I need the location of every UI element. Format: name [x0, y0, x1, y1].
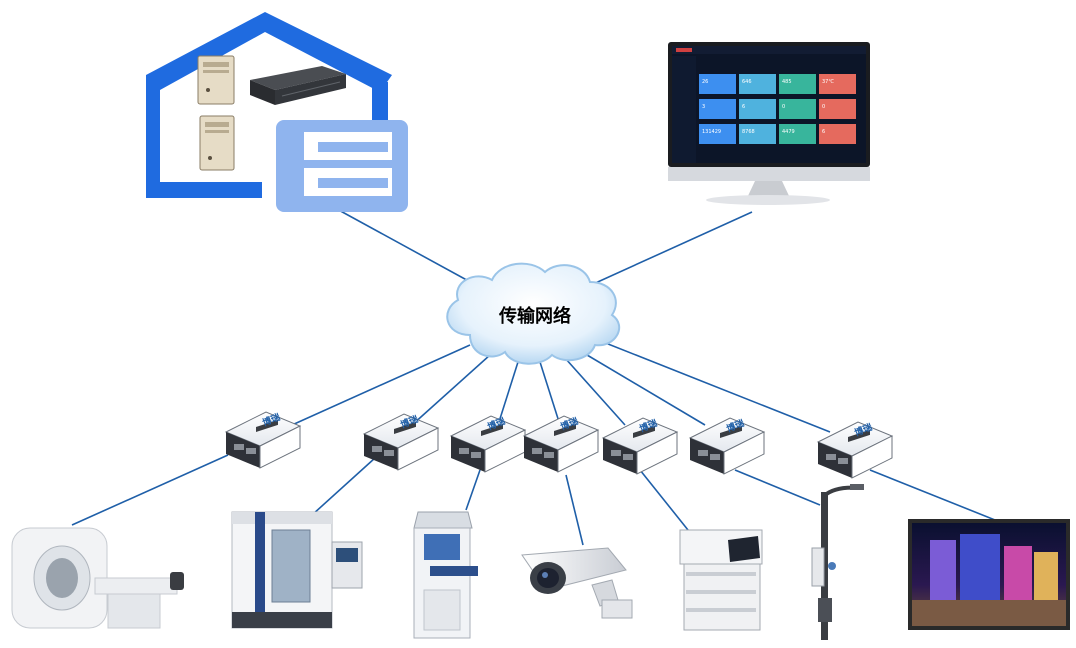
iot-gateway-icon: 博瑞 [224, 411, 302, 469]
link-cloud-gw6 [581, 351, 706, 426]
iot-gateway-icon: 博瑞 [449, 415, 527, 473]
link-gw7-billboard [869, 469, 1001, 523]
dash-tile [779, 99, 816, 119]
digital-billboard-icon [908, 519, 1070, 630]
monitor-chin [668, 167, 870, 181]
dash-value: 6 [742, 104, 745, 110]
link-gw3-atm [465, 469, 481, 511]
dash-tile [819, 74, 856, 94]
monitor-base [706, 195, 830, 205]
dash-value: 26 [702, 79, 708, 85]
link-datacenter-cloud [334, 207, 486, 291]
link-cloud-gw7 [597, 339, 831, 433]
dash-value: 0 [782, 104, 785, 110]
iot-gateway-icon: 博瑞 [601, 417, 679, 475]
dash-value: 8768 [742, 129, 755, 135]
link-cloud-gw2 [411, 354, 491, 426]
link-monitor-cloud [579, 211, 753, 291]
dashboard-row1: 26 646 485 37℃ [699, 74, 856, 94]
house-right-wall [372, 82, 388, 120]
cloud-icon: 传输网络 [446, 262, 621, 365]
link-gw1-mri [71, 454, 229, 526]
dash-value: 4479 [782, 129, 795, 135]
dash-value: 6 [822, 129, 825, 135]
monitor-icon: 26 646 485 37℃ 3 6 0 0 131429 8768 4479 … [668, 42, 870, 205]
cnc-machine-icon [231, 511, 363, 629]
dash-value: 3 [702, 104, 705, 110]
dash-value: 0 [822, 104, 825, 110]
mri-scanner-icon [11, 527, 184, 629]
iot-gateway-icon: 博瑞 [688, 417, 766, 475]
iot-gateway-icon: 博瑞 [522, 415, 600, 473]
dash-tile [739, 99, 776, 119]
link-gw6-streetlight [734, 469, 821, 506]
dash-tile [699, 74, 736, 94]
tower-server-icon [197, 55, 235, 105]
rack-server-icon [250, 66, 346, 105]
link-cloud-gw1 [291, 344, 471, 426]
dash-tile [819, 124, 856, 144]
link-gw2-cnc [311, 457, 376, 516]
smart-streetlight-icon [811, 484, 864, 640]
dashboard-row3: 131429 8768 4479 6 [699, 124, 856, 144]
monitor-stand [747, 181, 790, 198]
dash-tile [779, 74, 816, 94]
printer-icon [679, 529, 763, 631]
gateway-devices: 博瑞博瑞博瑞博瑞博瑞博瑞博瑞 [224, 411, 894, 479]
link-cloud-gw5 [564, 357, 626, 426]
dash-value: 131429 [702, 129, 721, 135]
iot-gateway-icon: 博瑞 [816, 421, 894, 479]
cloud-shape [446, 262, 621, 365]
dash-tile [699, 99, 736, 119]
iot-gateway-icon: 博瑞 [362, 413, 440, 471]
dash-value: 646 [742, 79, 752, 85]
dash-tile [739, 74, 776, 94]
rack-cabinet-icon [276, 120, 408, 212]
dash-tile [699, 124, 736, 144]
dash-tile [819, 99, 856, 119]
network-label: 传输网络 [498, 305, 571, 327]
dashboard-row2: 3 6 0 0 [699, 99, 856, 119]
dash-tile [779, 124, 816, 144]
link-gw5-printer [639, 469, 689, 531]
tower-server-icon [199, 115, 235, 171]
dash-value: 37℃ [822, 79, 834, 85]
data-center-icon [146, 12, 408, 212]
connection-lines [71, 207, 1001, 546]
link-gw4-camera [565, 474, 584, 546]
atm-kiosk-icon [413, 511, 478, 639]
security-camera-icon [521, 547, 633, 619]
link-cloud-gw4 [539, 361, 561, 426]
link-cloud-gw3 [497, 361, 519, 426]
dash-tile [739, 124, 776, 144]
dash-value: 485 [782, 79, 792, 85]
